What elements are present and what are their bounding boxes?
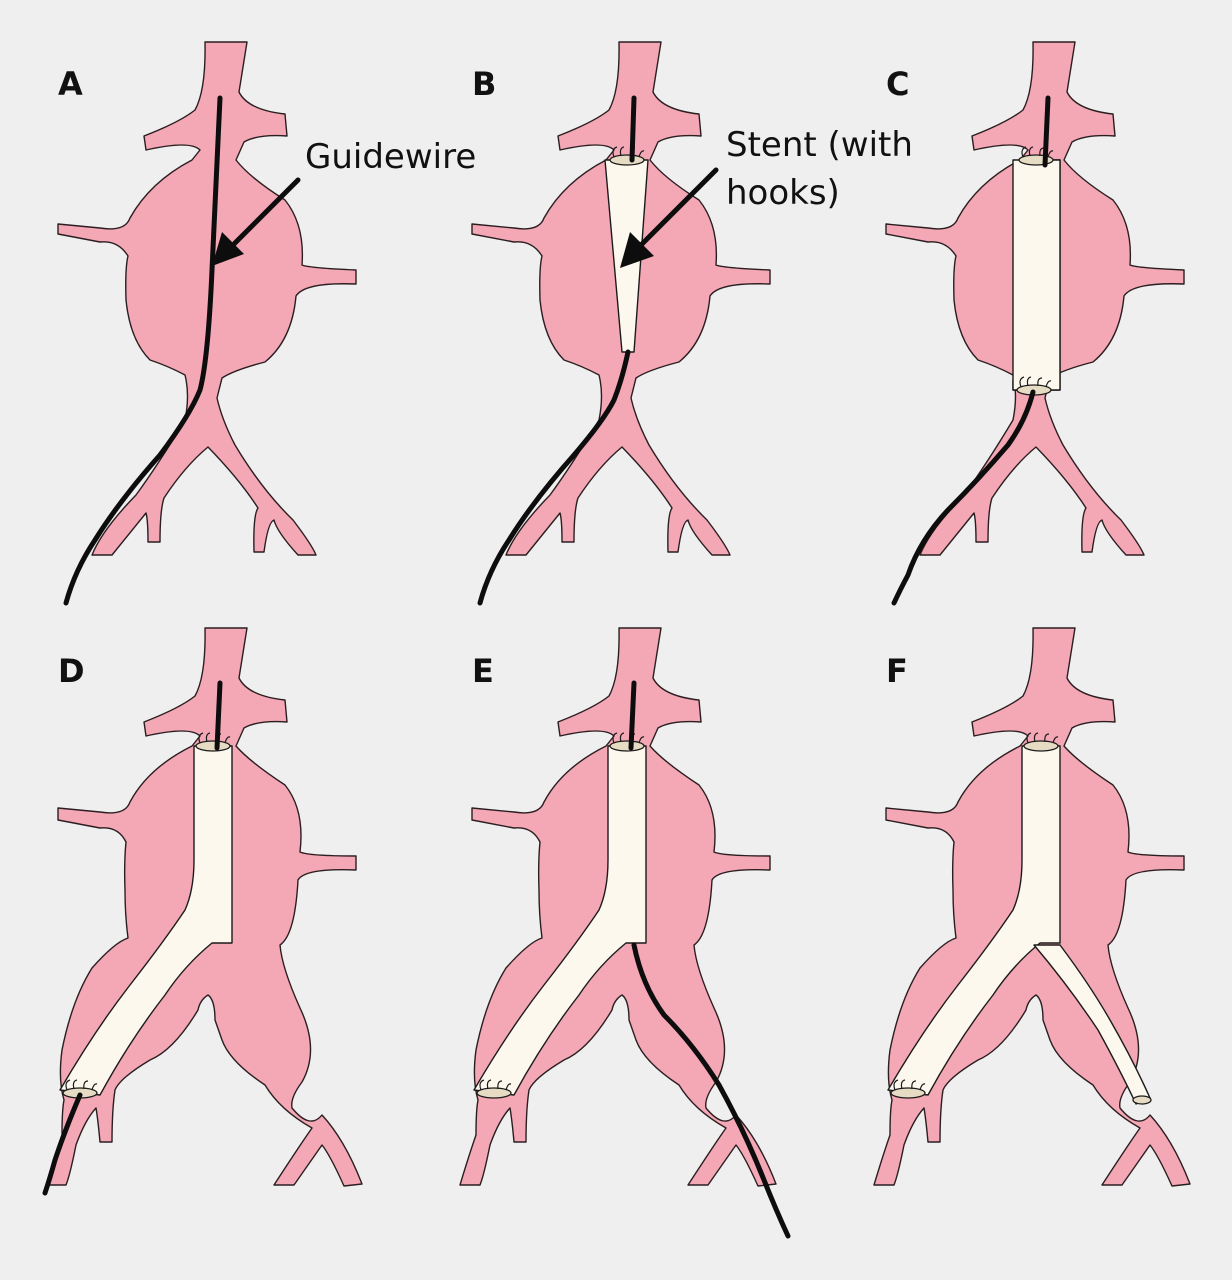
stent-callout: Stent (with hooks) (620, 125, 913, 268)
guidewire (42, 680, 223, 1196)
panel-label: E (472, 652, 494, 690)
panel-a: A (57, 41, 357, 606)
panel-label: C (886, 65, 909, 103)
stent-bifurcated (473, 745, 647, 1096)
stent-label-line1: Stent (with (726, 125, 913, 165)
panel-label: D (58, 652, 85, 690)
guidewire (891, 95, 1051, 606)
guidewire (477, 95, 637, 606)
guidewire-callout: Guidewire (212, 137, 476, 266)
panel-label: F (886, 652, 908, 690)
panel-e: E (459, 627, 791, 1239)
guidewire (63, 95, 223, 606)
panel-f: F (873, 627, 1191, 1187)
panel-label: A (58, 65, 83, 103)
panel-d: D (42, 627, 363, 1196)
guidewire-label: Guidewire (305, 137, 476, 177)
stent-label-line2: hooks) (726, 173, 840, 213)
guidewire (628, 680, 791, 1239)
stent-bifurcated (887, 745, 1061, 1096)
panel-c: C (885, 41, 1185, 606)
stent-bifurcated (59, 745, 233, 1096)
panel-label: B (472, 65, 496, 103)
